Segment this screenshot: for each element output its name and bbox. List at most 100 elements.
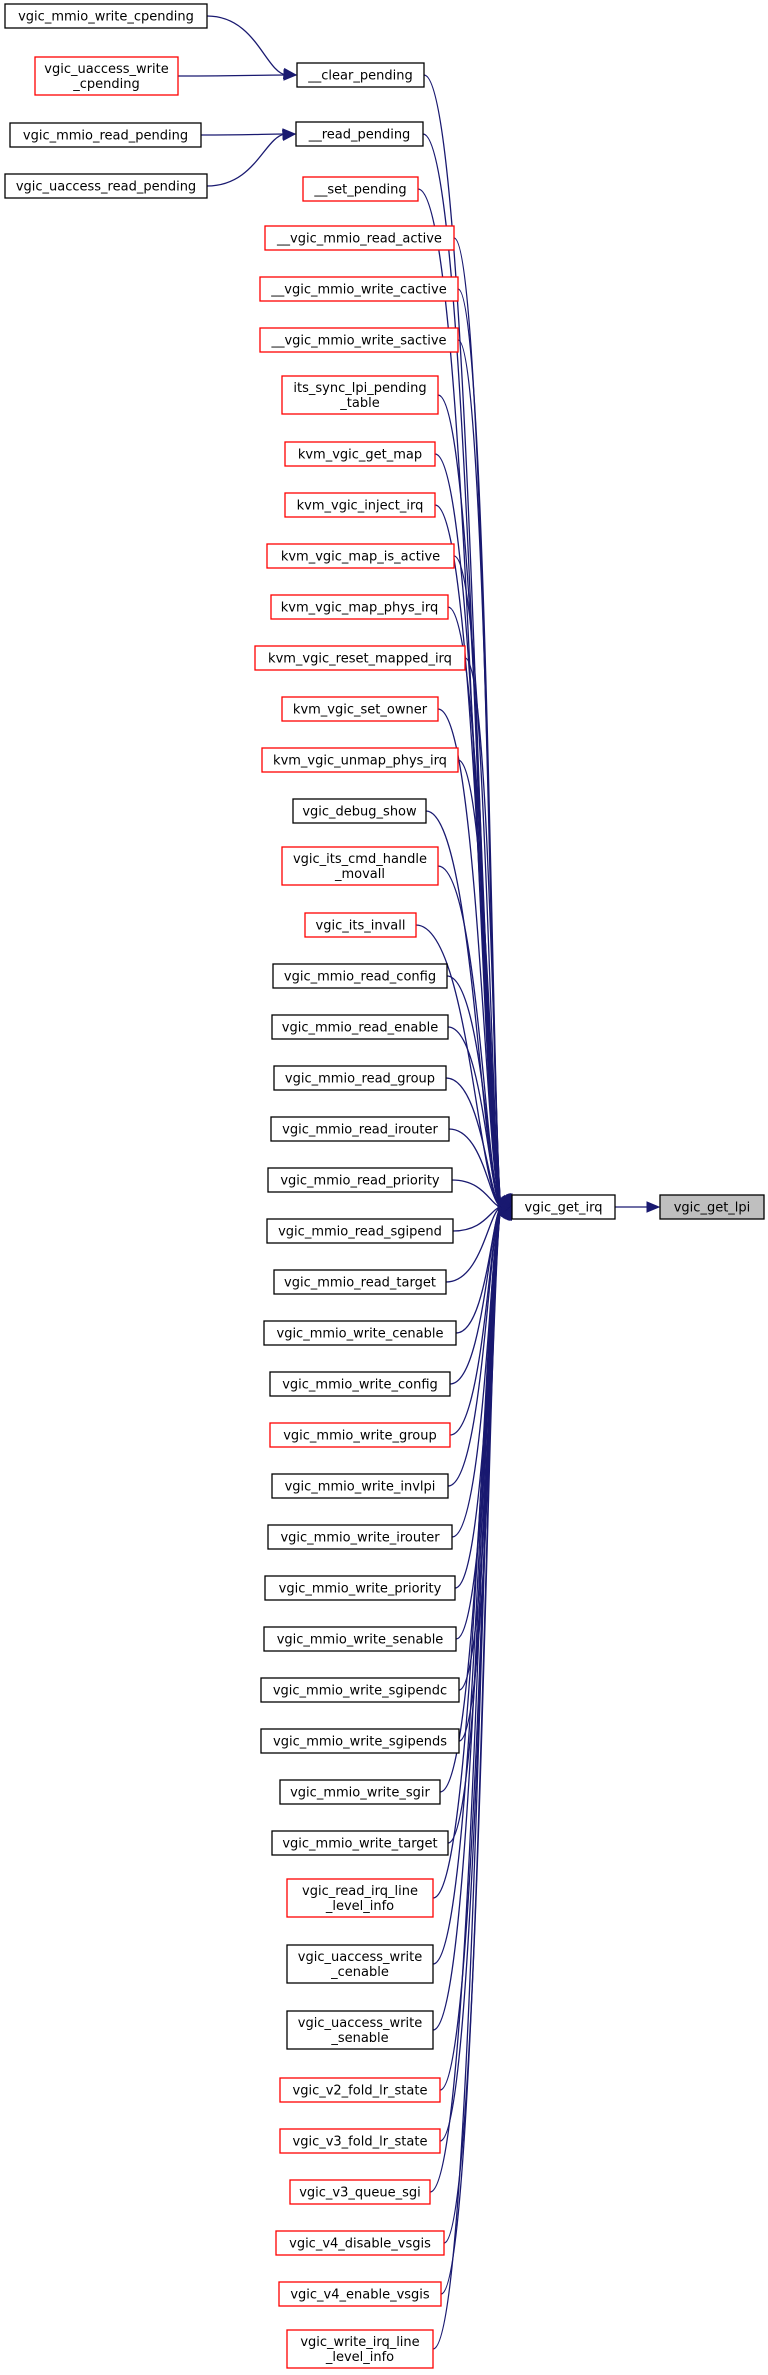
node-box: [260, 1677, 460, 1703]
node-kvm-vgic-unmap-phys-irq[interactable]: kvm_vgic_unmap_phys_irq: [261, 747, 459, 773]
node-vgic-mmio-read-active[interactable]: __vgic_mmio_read_active: [264, 225, 455, 251]
node-set-pending[interactable]: __set_pending: [302, 176, 419, 202]
node-kvm-vgic-set-owner[interactable]: kvm_vgic_set_owner: [281, 696, 439, 722]
node-vgic-mmio-read-irouter[interactable]: vgic_mmio_read_irouter: [270, 1116, 450, 1142]
node-vgic-uaccess-write-cenable[interactable]: vgic_uaccess_write_cenable: [286, 1944, 434, 1984]
node-vgic-its-cmd-handle-movall[interactable]: vgic_its_cmd_handle_movall: [281, 846, 439, 886]
node-box: [286, 2010, 434, 2050]
node-vgic-v4-enable-vsgis[interactable]: vgic_v4_enable_vsgis: [278, 2281, 442, 2307]
node-box: [278, 2281, 442, 2307]
node-box: [260, 1728, 460, 1754]
node-vgic-mmio-write-irouter[interactable]: vgic_mmio_write_irouter: [267, 1524, 453, 1550]
node-label: _cpending: [72, 77, 140, 92]
node-box: [272, 963, 448, 989]
node-vgic-mmio-write-sgipendc[interactable]: vgic_mmio_write_sgipendc: [260, 1677, 460, 1703]
node-label: vgic_mmio_write_sgipends: [273, 1735, 447, 1750]
node-kvm-vgic-inject-irq[interactable]: kvm_vgic_inject_irq: [284, 492, 436, 518]
node-box: [271, 1830, 449, 1856]
node-vgic-mmio-write-cpending[interactable]: vgic_mmio_write_cpending: [4, 3, 208, 29]
node-box: [254, 645, 466, 671]
edge-vgic-mmio-read-enable: [447, 1026, 502, 1208]
node-vgic-read-irq-line-level-info[interactable]: vgic_read_irq_line_level_info: [286, 1878, 434, 1918]
edge-vgic-mmio-write-invlpi: [447, 1206, 502, 1487]
node-vgic-its-invall[interactable]: vgic_its_invall: [304, 912, 417, 938]
node-label: vgic_get_lpi: [674, 1201, 751, 1216]
node-vgic-mmio-write-config[interactable]: vgic_mmio_write_config: [269, 1371, 451, 1397]
edge-vgic-write-irq-line-level-info-arrowhead: [501, 1205, 512, 1221]
node-box: [269, 1422, 451, 1448]
node-vgic-debug-show[interactable]: vgic_debug_show: [292, 798, 427, 824]
node-vgic-write-irq-line-level-info[interactable]: vgic_write_irq_line_level_info: [286, 2329, 434, 2369]
node-label: kvm_vgic_unmap_phys_irq: [273, 754, 447, 769]
node-label: vgic_uaccess_read_pending: [16, 180, 196, 195]
node-vgic-uaccess-read-pending[interactable]: vgic_uaccess_read_pending: [4, 173, 208, 199]
node-vgic-mmio-read-enable[interactable]: vgic_mmio_read_enable: [271, 1014, 449, 1040]
node-vgic-v4-disable-vsgis[interactable]: vgic_v4_disable_vsgis: [275, 2230, 445, 2256]
node-box: [292, 798, 427, 824]
node-kvm-vgic-map-phys-irq[interactable]: kvm_vgic_map_phys_irq: [270, 594, 449, 620]
node-vgic-mmio-read-priority[interactable]: vgic_mmio_read_priority: [267, 1167, 453, 1193]
node-vgic-mmio-write-priority[interactable]: vgic_mmio_write_priority: [264, 1575, 456, 1601]
node-box: [279, 2077, 441, 2103]
node-label: vgic_mmio_write_cenable: [277, 1327, 444, 1342]
edge-vgic-mmio-write-cpending: [206, 15, 287, 76]
node-box: [263, 1626, 457, 1652]
node-label: kvm_vgic_get_map: [298, 448, 422, 463]
node-vgic-uaccess-write-cpending[interactable]: vgic_uaccess_write_cpending: [34, 56, 179, 96]
node-label: vgic_v2_fold_lr_state: [293, 2084, 428, 2099]
node-vgic-mmio-write-target[interactable]: vgic_mmio_write_target: [271, 1830, 449, 1856]
node-clear-pending[interactable]: __clear_pending: [296, 62, 425, 88]
node-vgic-mmio-write-sactive[interactable]: __vgic_mmio_write_sactive: [259, 327, 459, 353]
edge-vgic-uaccess-read-pending-arrowhead: [281, 129, 297, 141]
node-label: __set_pending: [313, 183, 406, 198]
node-box: [286, 1878, 434, 1918]
node-read-pending[interactable]: __read_pending: [295, 121, 424, 147]
node-vgic-mmio-read-config[interactable]: vgic_mmio_read_config: [272, 963, 448, 989]
node-its-sync-lpi-pending-table[interactable]: its_sync_lpi_pending_table: [281, 375, 439, 415]
node-vgic-mmio-write-senable[interactable]: vgic_mmio_write_senable: [263, 1626, 457, 1652]
node-kvm-vgic-map-is-active[interactable]: kvm_vgic_map_is_active: [266, 543, 455, 569]
node-label: vgic_v4_enable_vsgis: [290, 2288, 430, 2303]
node-vgic-mmio-read-sgipend[interactable]: vgic_mmio_read_sgipend: [266, 1218, 454, 1244]
edge-vgic-uaccess-read-pending: [206, 133, 286, 187]
node-label: __vgic_mmio_read_active: [276, 232, 442, 247]
node-vgic-v3-queue-sgi[interactable]: vgic_v3_queue_sgi: [289, 2179, 431, 2205]
node-box: [511, 1194, 616, 1220]
node-vgic-mmio-write-sgipends[interactable]: vgic_mmio_write_sgipends: [260, 1728, 460, 1754]
node-box: [264, 225, 455, 251]
node-label: vgic_mmio_write_invlpi: [285, 1480, 436, 1495]
edge-hub-to-focus-arrowhead: [646, 1201, 661, 1213]
node-vgic-get-irq[interactable]: vgic_get_irq: [511, 1194, 616, 1220]
node-vgic-mmio-write-sgir[interactable]: vgic_mmio_write_sgir: [279, 1779, 441, 1805]
node-vgic-mmio-write-cenable[interactable]: vgic_mmio_write_cenable: [263, 1320, 457, 1346]
edge-kvm-vgic-unmap-phys-irq: [457, 759, 502, 1208]
node-label: kvm_vgic_map_phys_irq: [281, 601, 438, 616]
node-vgic-mmio-write-group[interactable]: vgic_mmio_write_group: [269, 1422, 451, 1448]
node-label: __clear_pending: [307, 69, 412, 84]
node-label: __read_pending: [308, 128, 411, 143]
edge-vgic-uaccess-write-cpending-arrowhead: [283, 69, 298, 81]
node-label: vgic_v3_fold_lr_state: [293, 2135, 428, 2150]
node-vgic-v3-fold-lr-state[interactable]: vgic_v3_fold_lr_state: [279, 2128, 441, 2154]
node-vgic-mmio-read-target[interactable]: vgic_mmio_read_target: [273, 1269, 447, 1295]
node-vgic-mmio-read-pending[interactable]: vgic_mmio_read_pending: [9, 122, 202, 148]
node-kvm-vgic-reset-mapped-irq[interactable]: kvm_vgic_reset_mapped_irq: [254, 645, 466, 671]
call-nodes: vgic_get_lpi vgic_get_irq __clear_pending _…: [4, 3, 765, 2369]
node-box: [286, 2329, 434, 2369]
node-vgic-mmio-write-cactive[interactable]: __vgic_mmio_write_cactive: [259, 276, 459, 302]
node-label: kvm_vgic_set_owner: [293, 703, 428, 718]
node-label: its_sync_lpi_pending: [293, 381, 426, 396]
node-box: [4, 173, 208, 199]
node-vgic-mmio-read-group[interactable]: vgic_mmio_read_group: [273, 1065, 447, 1091]
edge-vgic-v3-queue-sgi: [429, 1206, 502, 2193]
node-box: [284, 441, 436, 467]
edge-vgic-write-irq-line-level-info: [432, 1206, 502, 2350]
node-label: vgic_its_invall: [316, 919, 406, 934]
node-kvm-vgic-get-map[interactable]: kvm_vgic_get_map: [284, 441, 436, 467]
node-box: [273, 1269, 447, 1295]
node-box: [4, 3, 208, 29]
node-box: [273, 1065, 447, 1091]
node-vgic-mmio-write-invlpi[interactable]: vgic_mmio_write_invlpi: [271, 1473, 449, 1499]
node-vgic-v2-fold-lr-state[interactable]: vgic_v2_fold_lr_state: [279, 2077, 441, 2103]
node-vgic-uaccess-write-senable[interactable]: vgic_uaccess_write_senable: [286, 2010, 434, 2050]
